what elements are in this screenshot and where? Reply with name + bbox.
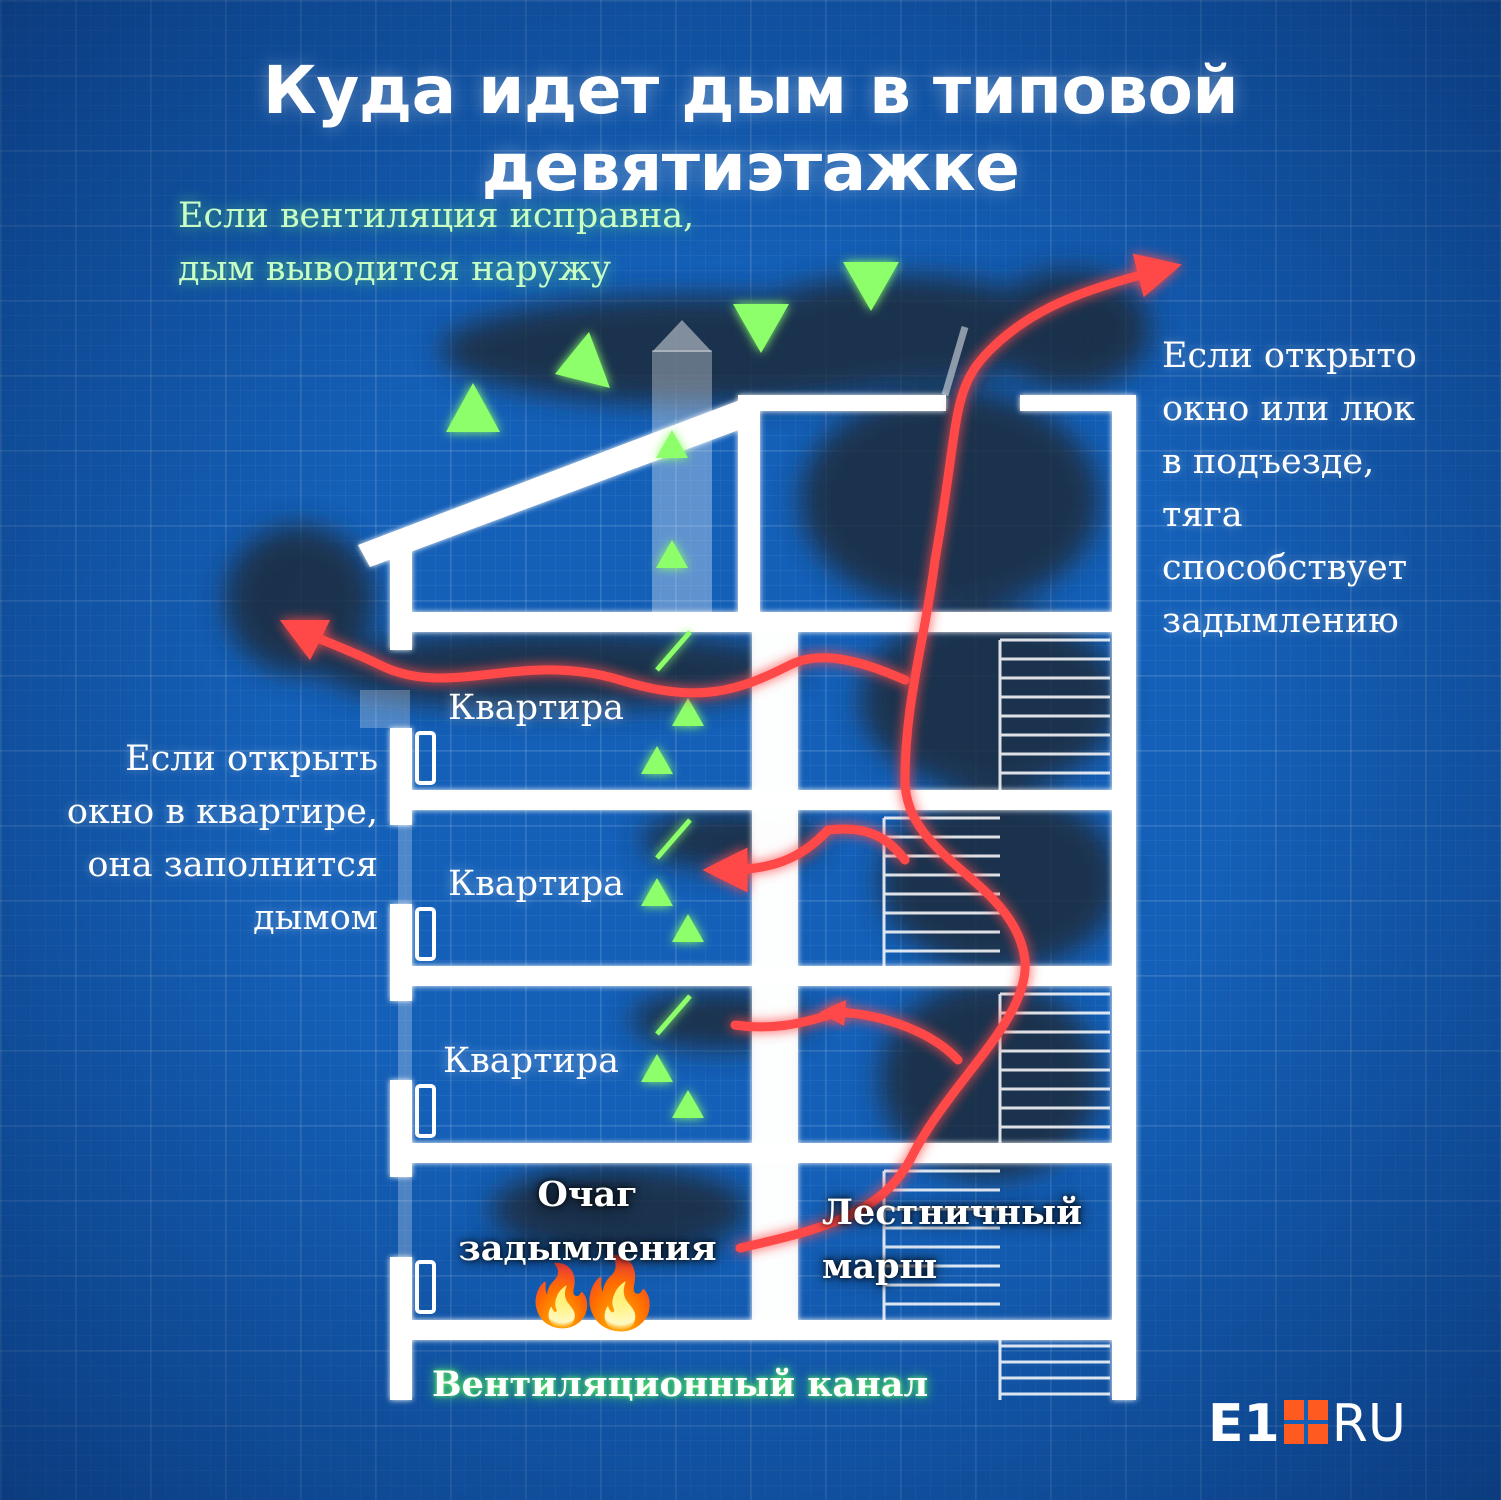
smoke-path-main (735, 253, 1182, 1253)
smoke-stairwell-bottom (880, 980, 1100, 1180)
slab-attic (412, 612, 1136, 632)
window-8 (415, 731, 436, 785)
stairs-8 (998, 638, 1110, 790)
window-6 (415, 1084, 436, 1138)
apartment-label-6: Квартира (443, 1041, 620, 1081)
logo-left: E1 (1208, 1394, 1280, 1454)
vent-arrow (656, 540, 688, 568)
roof-hatch (941, 326, 969, 396)
vent-branch-8 (655, 630, 692, 672)
smoke-stairwell-mid (860, 610, 1120, 790)
outer-wall-left-5 (390, 1257, 412, 1400)
vent-arrow (672, 1090, 704, 1118)
outflow-triangles (446, 262, 899, 432)
outflow-triangle (733, 304, 789, 353)
note-line: задымлению (1162, 601, 1399, 641)
vent-arrow (672, 698, 704, 726)
stairwell-label: Лестничный марш (822, 1186, 1082, 1294)
note-line: окно в квартире, (66, 792, 378, 832)
smoke-path-floor7 (702, 824, 910, 893)
label-line: Лестничный (822, 1192, 1083, 1233)
glass-6 (398, 1001, 412, 1081)
label-line: Очаг (537, 1174, 638, 1215)
e1-square-icon (1283, 1400, 1328, 1444)
outflow-triangle (555, 332, 610, 388)
vent-flow-arrows (641, 430, 704, 1118)
smoke-stairwell-upper (800, 390, 1100, 610)
outer-wall-left-7 (390, 904, 412, 1001)
inner-wall-8 (752, 632, 798, 790)
glass-5 (398, 1177, 412, 1257)
windows (415, 731, 436, 1314)
slab-7 (390, 966, 1136, 986)
vent-arrow (641, 1054, 673, 1082)
ventilation-shaft (652, 320, 712, 1368)
stairs-4 (998, 1340, 1110, 1400)
page-title: Куда идет дым в типовой девятиэтажке (262, 52, 1239, 206)
fire-icon: 🔥 (524, 1261, 599, 1331)
window-7 (415, 907, 436, 961)
attic-wall-left (390, 550, 412, 650)
window-glass-panels (360, 690, 412, 1257)
apartment-label-7: Квартира (448, 864, 625, 904)
note-line: тяга (1162, 495, 1243, 535)
smoke-exit-top (990, 270, 1150, 390)
note-line: Если открыть (125, 739, 378, 779)
attic-wall-mid (738, 400, 760, 615)
vent-arrow (656, 430, 688, 458)
vent-shaft-body (652, 350, 712, 615)
note-line: способствует (1162, 548, 1408, 588)
roof-flat-left (738, 395, 946, 411)
stairs-6 (998, 992, 1110, 1143)
inner-wall-7 (752, 810, 798, 966)
label-line: марш (822, 1246, 938, 1287)
fire-icon: 🔥 (576, 1252, 664, 1334)
apartment-label-8: Квартира (448, 688, 625, 728)
window-5 (415, 1260, 436, 1314)
outflow-triangle (446, 383, 500, 432)
note-line: дым выводится наружу (178, 249, 612, 289)
slab-8 (390, 790, 1136, 810)
outflow-triangle (843, 262, 899, 311)
note-line: Если вентиляция исправна, (178, 196, 695, 236)
note-line: в подъезде, (1162, 442, 1375, 482)
note-line: дымом (253, 898, 378, 938)
vent-channel-label: Вентиляционный канал (432, 1364, 929, 1405)
note-line: окно или люк (1162, 389, 1416, 429)
vent-branch-7 (655, 818, 692, 860)
smoke-arrow-floor6 (820, 1000, 846, 1026)
stairs-5 (882, 1169, 1000, 1320)
vent-branch-6 (655, 994, 692, 1036)
note-apartment-window: Если открыть окно в квартире, она заполн… (20, 733, 378, 945)
note-line: Если открыто (1162, 336, 1417, 376)
note-ventilation-ok: Если вентиляция исправна, дым выводится … (178, 190, 694, 296)
outer-wall-left-8 (390, 728, 412, 825)
slab-5 (412, 1320, 1136, 1340)
vent-arrow (672, 914, 704, 942)
glass-7 (398, 825, 412, 905)
building-walls (358, 395, 1136, 1400)
vent-shaft-cap (652, 320, 712, 352)
smoke-stairwell-lower (880, 790, 1120, 970)
outer-wall-right (1112, 395, 1136, 1400)
smoke-left-cloud (225, 525, 375, 675)
glass-attic (360, 690, 410, 728)
smoke-path-attic (279, 619, 910, 698)
slab-6 (390, 1143, 1136, 1163)
logo-right: RU (1331, 1394, 1406, 1454)
note-stairwell-open: Если открыто окно или люк в подъезде, тя… (1162, 330, 1417, 648)
stair-flights (882, 638, 1110, 1400)
vent-arrow (641, 746, 673, 774)
fire-source-label: Очаг задымления (450, 1168, 725, 1276)
inner-wall-6 (752, 986, 798, 1143)
roof-flat-right (1020, 395, 1136, 411)
vent-arrow (641, 878, 673, 906)
label-line: задымления (458, 1228, 717, 1269)
note-line: она заполнится (87, 845, 378, 885)
